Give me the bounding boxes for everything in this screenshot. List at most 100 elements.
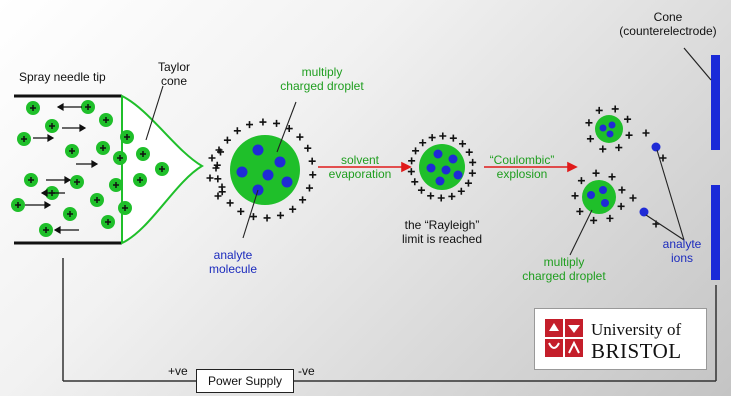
charge-bead — [155, 162, 169, 176]
plus-charge — [624, 115, 632, 123]
charge-bead — [39, 223, 53, 237]
charge-bead — [17, 132, 31, 146]
logo-text-university: University of — [591, 320, 682, 339]
plus-charge — [305, 184, 313, 192]
power-supply-box: Power Supply — [196, 369, 294, 393]
plus-charge — [427, 192, 435, 200]
plus-charge — [428, 134, 436, 142]
plus-charge — [576, 207, 584, 215]
spray-needle-tip-label: Spray needle tip — [19, 70, 106, 84]
pointer-lines — [145, 85, 685, 256]
medium-droplet-plus-charges — [407, 132, 477, 202]
charge-bead — [24, 173, 38, 187]
plus-charge — [592, 169, 600, 177]
plus-charge — [213, 161, 221, 169]
analyte-ion-dots — [639, 142, 661, 217]
plus-charge — [308, 157, 316, 165]
plus-charge — [595, 106, 603, 114]
charge-bead — [136, 147, 150, 161]
plus-charge — [299, 196, 307, 204]
plus-charge — [457, 187, 465, 195]
charge-bead — [63, 207, 77, 221]
analyte-ions-line2: ions — [670, 251, 693, 265]
plus-charge — [448, 192, 456, 200]
charge-bead — [133, 173, 147, 187]
plus-charge — [309, 171, 317, 179]
plus-charge — [285, 125, 293, 133]
plus-charge — [629, 194, 637, 202]
plus-charge — [259, 118, 267, 126]
solvent-evaporation-line2: evaporation — [328, 167, 392, 181]
university-of-bristol-logo: University of BRISTOL — [534, 308, 707, 370]
plus-charge — [469, 158, 477, 166]
charge-bead — [118, 201, 132, 215]
plus-charge — [296, 133, 304, 141]
plus-charge — [249, 213, 257, 221]
plus-charge — [233, 127, 241, 135]
plus-ve-label: +ve — [168, 364, 188, 378]
needle-flow-arrows — [25, 102, 99, 235]
needle-charge-beads — [11, 100, 169, 237]
solvent-evaporation-label: solvent evaporation — [318, 153, 402, 181]
spray-plus-charges — [206, 146, 226, 200]
plus-charge — [586, 135, 594, 143]
taylor-cone-label-line2: cone — [160, 74, 188, 88]
multiply-droplet-top-line1: multiply — [301, 65, 343, 79]
taylor-cone-label-line1: Taylor — [157, 60, 190, 74]
minus-ve-label: -ve — [298, 364, 315, 378]
logo-text-bristol: BRISTOL — [591, 339, 682, 363]
red-arrows — [318, 161, 578, 173]
charge-bead — [96, 141, 110, 155]
analyte-ions-line1: analyte — [662, 237, 702, 251]
circuit-wires — [62, 258, 717, 382]
plus-charge — [206, 174, 214, 182]
charge-bead — [101, 215, 115, 229]
plus-charge — [411, 178, 419, 186]
rayleigh-limit-label: the “Rayleigh” limit is reached — [390, 218, 494, 246]
plus-charge — [246, 121, 254, 129]
multiply-charged-droplet-bottom-label: multiply charged droplet — [510, 255, 618, 283]
plus-charge — [464, 179, 472, 187]
counterelectrode-bottom — [711, 185, 720, 280]
charge-bead — [90, 193, 104, 207]
charge-bead — [65, 144, 79, 158]
plus-charge — [218, 188, 226, 196]
charge-bead — [99, 113, 113, 127]
plus-charge — [237, 207, 245, 215]
plus-charge — [615, 144, 623, 152]
plus-charge — [417, 186, 425, 194]
plus-charge — [304, 144, 312, 152]
plus-charge — [571, 192, 579, 200]
rayleigh-limit-line2: limit is reached — [401, 232, 483, 246]
plus-charge — [437, 194, 445, 202]
plus-charge — [577, 177, 585, 185]
coulombic-explosion-label: “Coulombic” explosion — [480, 153, 564, 181]
charge-bead — [26, 101, 40, 115]
plus-charge — [468, 169, 476, 177]
plus-charge — [263, 214, 271, 222]
plus-charge — [642, 129, 650, 137]
plus-charge — [276, 211, 284, 219]
multiply-droplet-top-line2: charged droplet — [280, 79, 364, 93]
plus-charge — [449, 134, 457, 142]
plus-charge — [289, 205, 297, 213]
charge-bead — [109, 178, 123, 192]
multiply-droplet-bottom-line1: multiply — [543, 255, 585, 269]
charge-bead — [81, 100, 95, 114]
charge-bead — [11, 198, 25, 212]
plus-charge — [465, 148, 473, 156]
analyte-molecule-line2: molecule — [208, 262, 258, 276]
analyte-molecule-label: analyte molecule — [196, 248, 270, 276]
charge-bead — [70, 175, 84, 189]
cone-counterelectrode-label: Cone (counterelectrode) — [610, 10, 726, 38]
plus-charge — [273, 119, 281, 127]
bristol-crest-icon — [545, 319, 583, 357]
plus-charge — [214, 192, 222, 200]
plus-charge — [208, 154, 216, 162]
plus-charge — [618, 186, 626, 194]
plus-charge — [407, 168, 415, 176]
plus-charge — [223, 136, 231, 144]
charge-bead — [45, 119, 59, 133]
counterelectrode-top — [711, 55, 720, 150]
plus-charge — [217, 148, 225, 156]
